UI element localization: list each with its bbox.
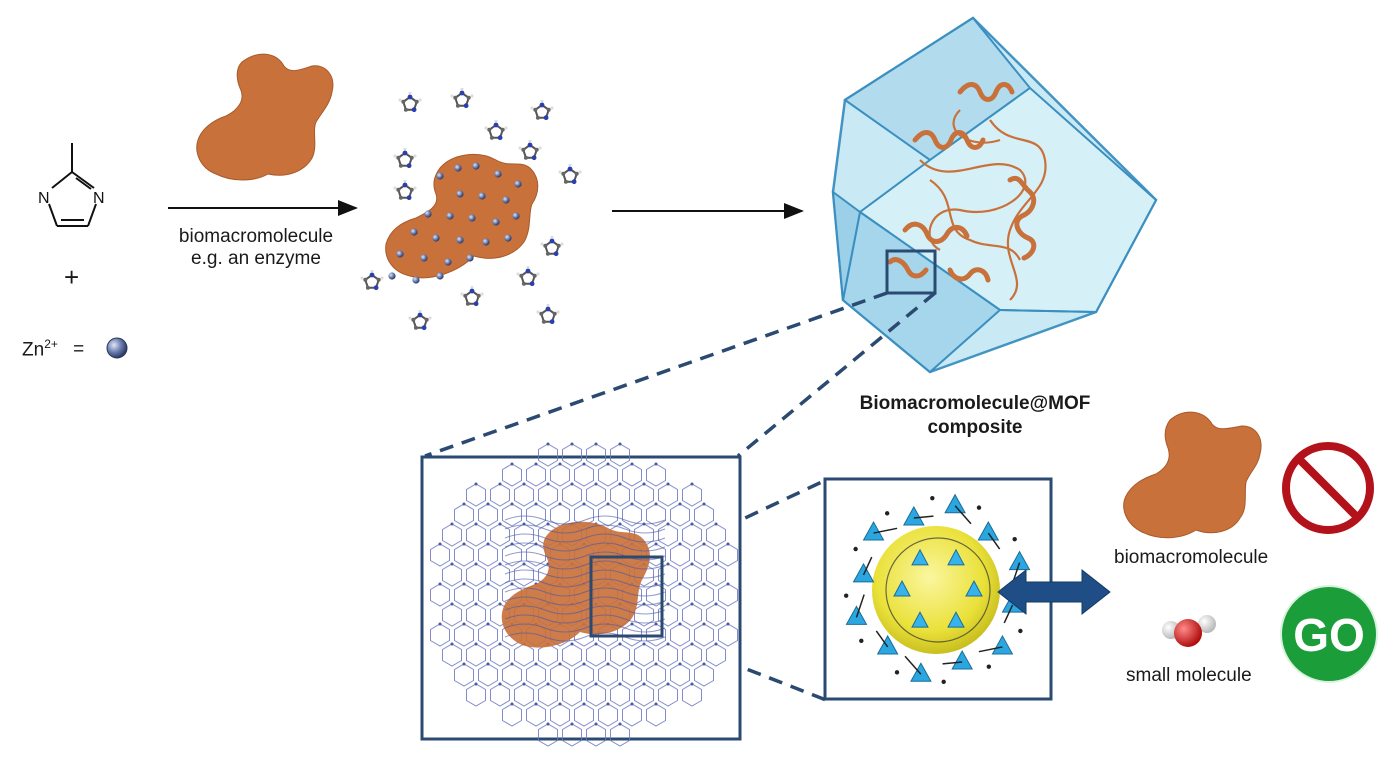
framework-zoom-panel	[420, 442, 742, 747]
linker-n-right: N	[93, 190, 105, 207]
step1-caption: biomacromolecule e.g. an enzyme	[170, 226, 342, 270]
product-line1: Biomacromolecule@MOF	[859, 393, 1091, 414]
zinc-symbol: Zn	[22, 339, 45, 361]
go-sign-text: GO	[1293, 609, 1365, 661]
plus-sign: +	[64, 262, 80, 292]
zinc-equals: =	[73, 339, 85, 361]
zinc-ion-cluster	[388, 162, 522, 284]
go-sign-icon: GO	[1280, 585, 1378, 683]
allowed-label: small molecule	[1126, 665, 1252, 686]
zinc-charge: 2+	[44, 337, 58, 351]
zoom-box-crystal	[885, 249, 937, 295]
zinc-label: Zn2+ =	[22, 337, 84, 361]
blocked-biomacromolecule-blob	[1123, 411, 1262, 539]
step1-line1: biomacromolecule	[178, 226, 334, 247]
linker-n-left: N	[38, 190, 50, 207]
zinc-ion-sphere	[106, 337, 128, 359]
enzyme-blob	[196, 53, 334, 181]
product-line2: composite	[927, 417, 1023, 438]
water-molecule-icon	[1162, 615, 1216, 647]
methylimidazole-structure	[48, 143, 97, 227]
mof-crystal	[831, 16, 1158, 374]
double-arrow-icon	[997, 568, 1111, 616]
product-caption: Biomacromolecule@MOF composite	[840, 392, 1110, 440]
blocked-label: biomacromolecule	[1114, 547, 1269, 568]
no-entry-icon	[1282, 442, 1374, 534]
step1-line2: e.g. an enzyme	[191, 248, 321, 269]
